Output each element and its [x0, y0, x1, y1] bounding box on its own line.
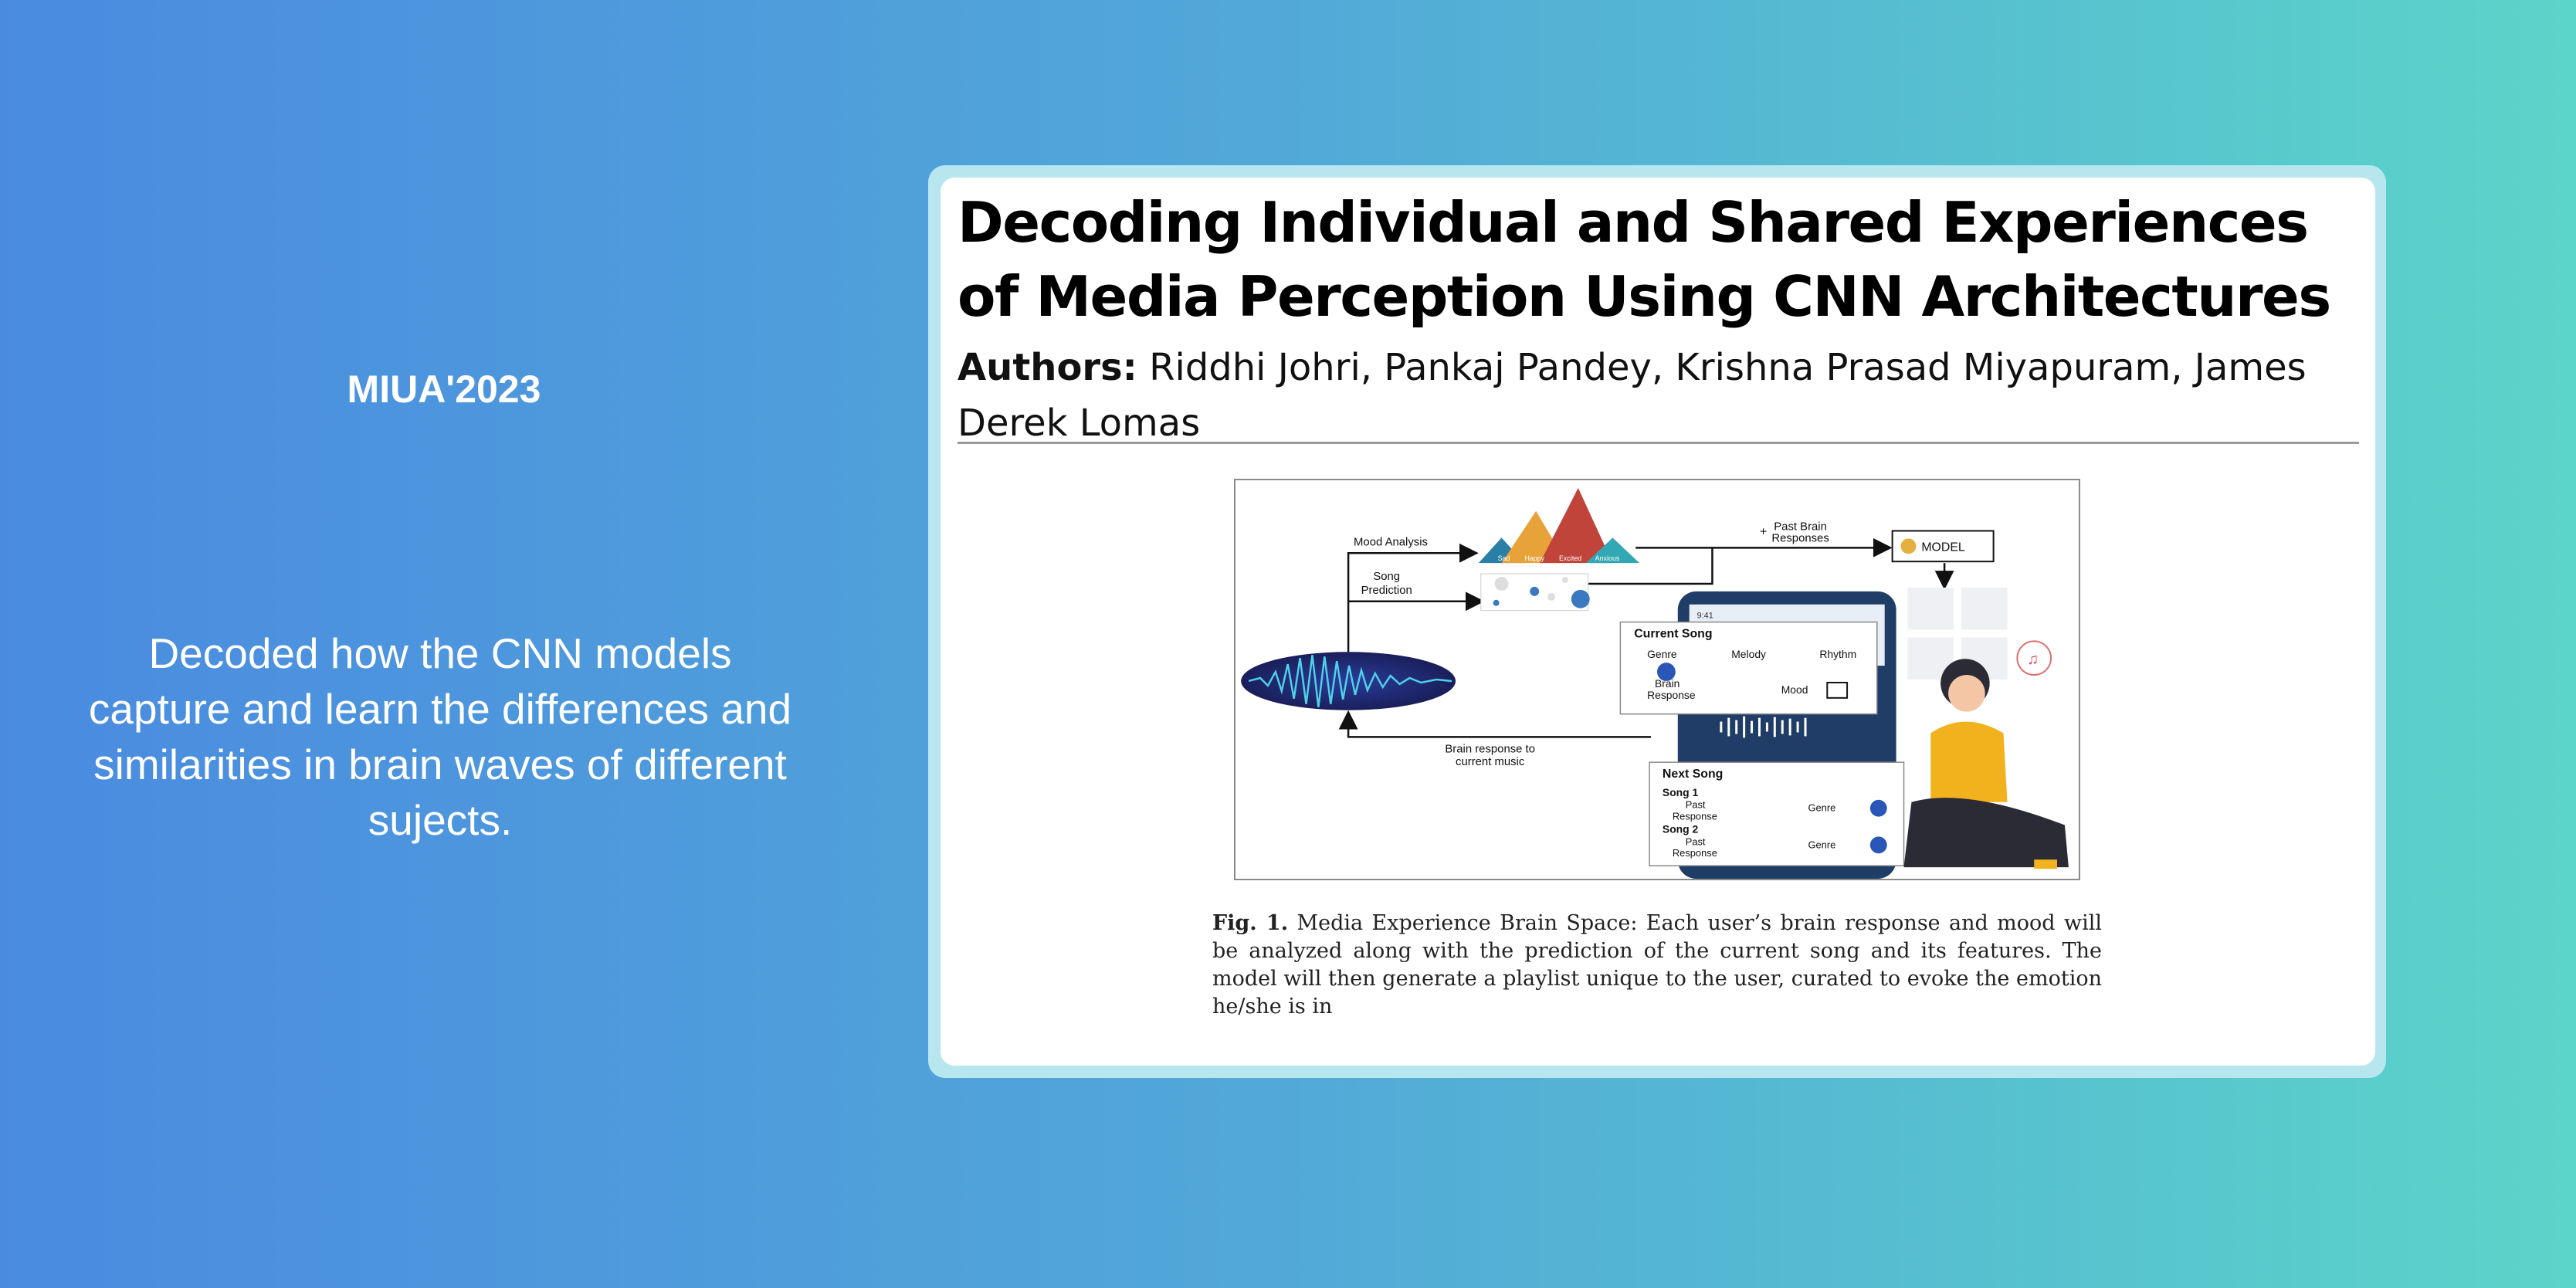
svg-text:Next Song: Next Song — [1663, 768, 1723, 781]
svg-text:+: + — [1760, 525, 1767, 538]
svg-text:Melody: Melody — [1731, 648, 1766, 660]
listener-illustration: ♫ — [1903, 640, 2069, 869]
svg-text:Anxious: Anxious — [1595, 554, 1620, 562]
svg-text:Song: Song — [1373, 571, 1400, 583]
authors-list: Riddhi Johri, Pankaj Pandey, Krishna Pra… — [958, 346, 2307, 445]
svg-text:Prediction: Prediction — [1361, 585, 1412, 597]
svg-text:Song 1: Song 1 — [1663, 786, 1699, 798]
svg-text:Happy: Happy — [1524, 554, 1544, 562]
figure-caption: Fig. 1. Media Experience Brain Space: Ea… — [1212, 910, 2102, 1021]
svg-text:Genre: Genre — [1647, 648, 1677, 660]
svg-text:Past: Past — [1686, 836, 1706, 847]
authors-label: Authors: — [958, 346, 1137, 389]
figure-image: Mood Analysis Song Prediction Past Brain… — [1234, 479, 2080, 880]
svg-text:Song 2: Song 2 — [1663, 822, 1699, 835]
svg-text:♫: ♫ — [2027, 651, 2039, 668]
svg-text:Sad: Sad — [1498, 554, 1510, 562]
paper-authors: Authors: Riddhi Johri, Pankaj Pandey, Kr… — [958, 340, 2363, 451]
gear-icon — [1900, 538, 1917, 554]
svg-text:Current Song: Current Song — [1634, 627, 1712, 640]
svg-text:Brain response to: Brain response to — [1445, 743, 1535, 755]
svg-text:Response: Response — [1673, 811, 1717, 822]
svg-text:Response: Response — [1673, 847, 1717, 859]
paper-title: Decoding Individual and Shared Experienc… — [958, 190, 2331, 329]
svg-text:Past Brain: Past Brain — [1774, 521, 1827, 534]
summary-text: Decoded how the CNN models capture and l… — [88, 629, 792, 844]
title-divider — [958, 442, 2359, 444]
svg-text:current music: current music — [1456, 756, 1525, 768]
svg-text:MODEL: MODEL — [1921, 541, 1965, 554]
svg-text:Mood: Mood — [1781, 683, 1808, 696]
svg-text:Excited: Excited — [1559, 554, 1581, 562]
svg-text:Genre: Genre — [1808, 839, 1835, 850]
figure-illustration: Mood Analysis Song Prediction Past Brain… — [1241, 487, 2069, 879]
svg-text:Past: Past — [1686, 799, 1706, 811]
svg-text:Genre: Genre — [1808, 802, 1835, 814]
svg-text:Brain: Brain — [1655, 677, 1679, 690]
svg-text:Responses: Responses — [1771, 532, 1829, 544]
svg-text:Response: Response — [1647, 689, 1696, 701]
caption-label: Fig. 1. — [1212, 911, 1289, 935]
next-song-card — [1649, 761, 1905, 866]
brainwave-icon — [1241, 652, 1456, 710]
caption-text: Media Experience Brain Space: Each user’… — [1212, 911, 2102, 1019]
conference-name: MIUA'2023 — [347, 368, 541, 411]
svg-text:Rhythm: Rhythm — [1819, 648, 1856, 660]
label-mood-analysis: Mood Analysis — [1354, 536, 1428, 548]
svg-text:9:41: 9:41 — [1697, 612, 1713, 621]
music-note-icon — [2016, 640, 2052, 676]
